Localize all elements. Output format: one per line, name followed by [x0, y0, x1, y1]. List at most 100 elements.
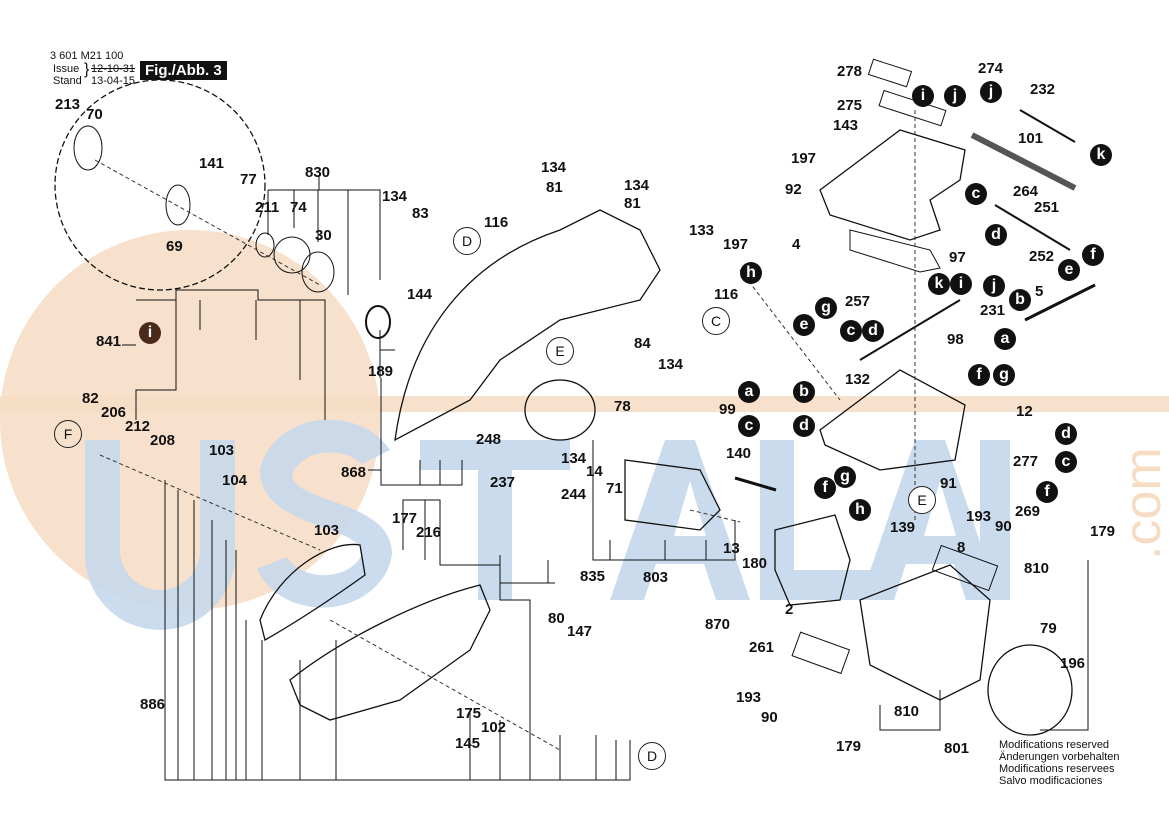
bearing-211-drawing — [255, 232, 275, 258]
handle-92-drawing — [819, 129, 966, 241]
part-label: 810 — [1024, 560, 1050, 577]
part-label: 179 — [1090, 523, 1116, 540]
connection-marker: h — [740, 262, 762, 284]
part-label: 103 — [209, 442, 235, 459]
part-label: 197 — [791, 150, 817, 167]
assembly-center-lines — [94, 110, 916, 751]
part-label: 237 — [490, 474, 516, 491]
part-number: 3 601 M21 100 — [50, 50, 124, 62]
part-label: 134 — [561, 450, 587, 467]
part-label: 139 — [890, 519, 916, 536]
part-label: 81 — [546, 179, 563, 196]
part-label: 134 — [658, 356, 684, 373]
part-label: 81 — [624, 195, 641, 212]
part-label: 116 — [484, 214, 509, 231]
part-label: 261 — [749, 639, 775, 656]
cord-232-drawing — [1019, 109, 1076, 143]
connection-marker: a — [994, 328, 1016, 350]
stand-date: 13-04-15 — [91, 75, 136, 87]
flange-70-drawing — [73, 125, 103, 171]
part-label: 134 — [624, 177, 650, 194]
belt-cover-78-drawing — [524, 379, 596, 441]
armature-drawing — [624, 459, 721, 531]
part-label: 104 — [222, 472, 248, 489]
part-label: 193 — [966, 508, 992, 525]
part-label: 216 — [416, 524, 442, 541]
part-label: 13 — [723, 540, 740, 557]
part-label: 80 — [548, 610, 565, 627]
note-line: Modifications reserved — [999, 739, 1110, 751]
part-label: 206 — [101, 404, 127, 421]
base-91-drawing — [819, 369, 966, 471]
guard-cover-drawing — [259, 543, 366, 641]
part-label: 116 — [714, 286, 739, 303]
part-label: 801 — [944, 740, 970, 757]
part-label: 175 — [456, 705, 482, 722]
part-label: 248 — [476, 431, 502, 448]
part-label: 197 — [723, 236, 749, 253]
connection-marker: d — [793, 415, 815, 437]
part-label: 835 — [580, 568, 606, 585]
upper-arm-drawing — [394, 209, 661, 442]
part-label: 275 — [837, 97, 863, 114]
part-label: 79 — [1040, 620, 1057, 637]
reference-circle: E — [908, 486, 936, 514]
connection-marker: d — [985, 224, 1007, 246]
part-label: 134 — [382, 188, 408, 205]
part-label: 30 — [315, 227, 332, 244]
part-label: 231 — [980, 302, 1006, 319]
connection-marker: k — [928, 273, 950, 295]
connection-marker: d — [862, 320, 884, 342]
part-label: 102 — [481, 719, 507, 736]
part-label: 145 — [455, 735, 481, 752]
part-label: 144 — [407, 286, 433, 303]
lower-guard-drawing — [289, 584, 491, 721]
reference-circle: E — [546, 337, 574, 365]
connection-marker: f — [814, 477, 836, 499]
part-label: 132 — [845, 371, 871, 388]
brace: } — [84, 61, 90, 78]
part-label: 274 — [978, 60, 1004, 77]
part-label: 810 — [894, 703, 920, 720]
figure-label: Fig./Abb. 3 — [140, 61, 227, 80]
part-label: 244 — [561, 486, 587, 503]
reference-circle: D — [638, 742, 666, 770]
part-label: 84 — [634, 335, 651, 352]
part-label: 189 — [368, 363, 394, 380]
part-label: 4 — [792, 236, 801, 253]
connection-marker: d — [1055, 423, 1077, 445]
part-label: 2 — [785, 601, 794, 618]
part-label: 212 — [125, 418, 151, 435]
cable-231-drawing — [859, 299, 961, 361]
part-label: 101 — [1018, 130, 1044, 147]
issue-label: Issue — [53, 63, 80, 75]
note-line: Modifications reservees — [999, 763, 1115, 775]
part-label: 870 — [705, 616, 731, 633]
saw-blade-drawing — [54, 79, 266, 291]
part-label: 208 — [150, 432, 176, 449]
label-8-drawing — [931, 544, 999, 592]
connection-marker: g — [993, 364, 1015, 386]
part-label: 868 — [341, 464, 367, 481]
part-label: 141 — [199, 155, 225, 172]
note-line: Änderungen vorbehalten — [999, 751, 1120, 763]
wire-251-drawing — [994, 204, 1071, 251]
connection-marker: f — [968, 364, 990, 386]
connection-marker: f — [1082, 244, 1104, 266]
part-label: 193 — [736, 689, 762, 706]
part-label: 196 — [1060, 655, 1086, 672]
connection-marker: i — [950, 273, 972, 295]
part-label: 264 — [1013, 183, 1039, 200]
connection-marker: i — [912, 85, 934, 107]
connection-marker: c — [738, 415, 760, 437]
stand-label: Stand — [53, 75, 82, 87]
part-label: 82 — [82, 390, 99, 407]
connection-marker: e — [1058, 259, 1080, 281]
fan-cover-79-drawing — [987, 644, 1073, 736]
motor-housing-drawing — [859, 564, 991, 701]
reference-circle: D — [453, 227, 481, 255]
bolt-140-drawing — [734, 476, 777, 492]
connection-marker: c — [965, 183, 987, 205]
label-278-drawing — [867, 58, 913, 88]
